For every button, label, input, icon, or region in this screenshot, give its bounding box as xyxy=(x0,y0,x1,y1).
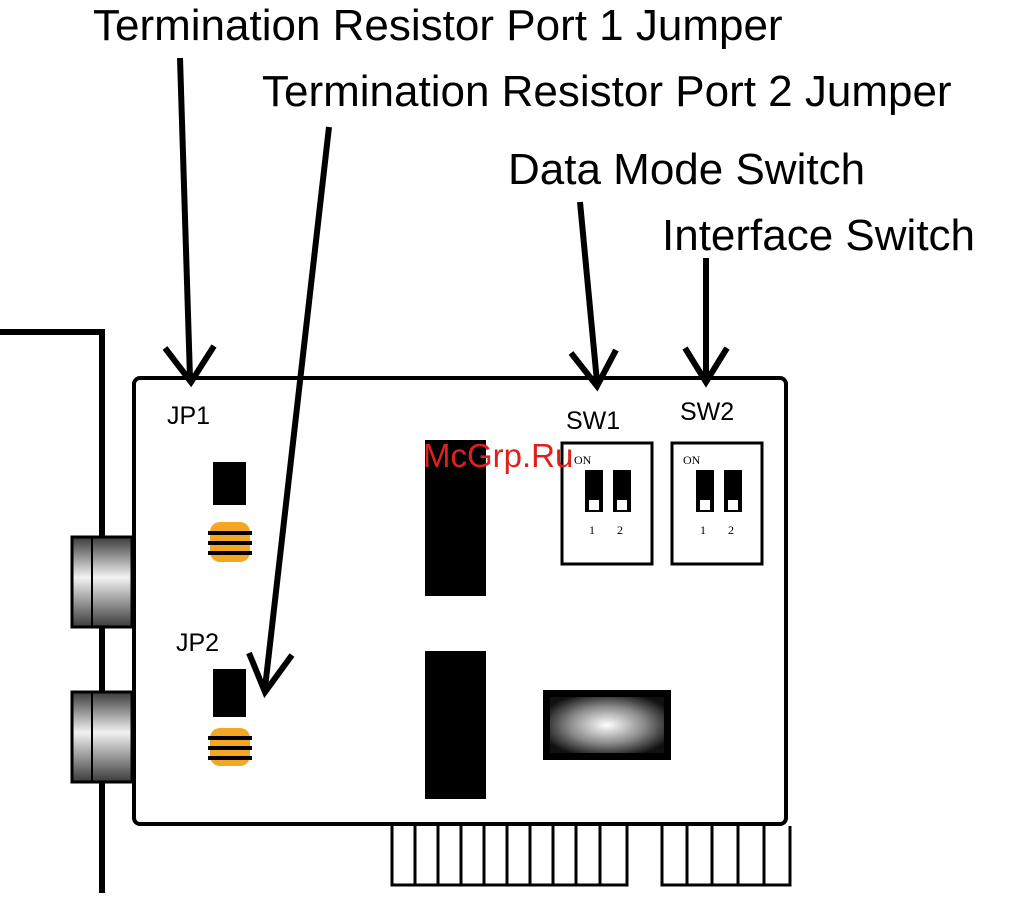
ic-chip-lower xyxy=(425,651,486,799)
port-1-connector xyxy=(72,537,132,627)
controller-chip xyxy=(543,690,671,760)
label-jp2: JP2 xyxy=(176,629,219,657)
label-jp1: JP1 xyxy=(167,402,210,430)
label-sw1: SW1 xyxy=(566,407,620,435)
callout-jp2: Termination Resistor Port 2 Jumper xyxy=(262,67,952,116)
arrow-sw2 xyxy=(685,258,727,382)
callout-sw2: Interface Switch xyxy=(662,211,975,260)
label-sw2: SW2 xyxy=(680,398,734,426)
sw1-position-1: 1 xyxy=(589,523,595,537)
watermark: McGrp.Ru xyxy=(423,437,573,474)
dip-switch-sw1: ON 1 2 xyxy=(562,443,652,564)
sw1-position-2: 2 xyxy=(617,523,623,537)
callout-sw1: Data Mode Switch xyxy=(508,145,865,194)
callout-jp1: Termination Resistor Port 1 Jumper xyxy=(93,1,783,50)
edge-connector xyxy=(392,826,790,885)
arrow-sw1 xyxy=(571,202,616,386)
port-2-connector xyxy=(72,692,132,782)
arrow-jp1 xyxy=(165,58,214,382)
sw2-on-label: ON xyxy=(683,453,701,467)
dip-switch-sw2: ON 1 2 xyxy=(672,443,762,564)
sw2-position-2: 2 xyxy=(728,523,734,537)
sw2-position-1: 1 xyxy=(700,523,706,537)
sw1-on-label: ON xyxy=(574,453,592,467)
